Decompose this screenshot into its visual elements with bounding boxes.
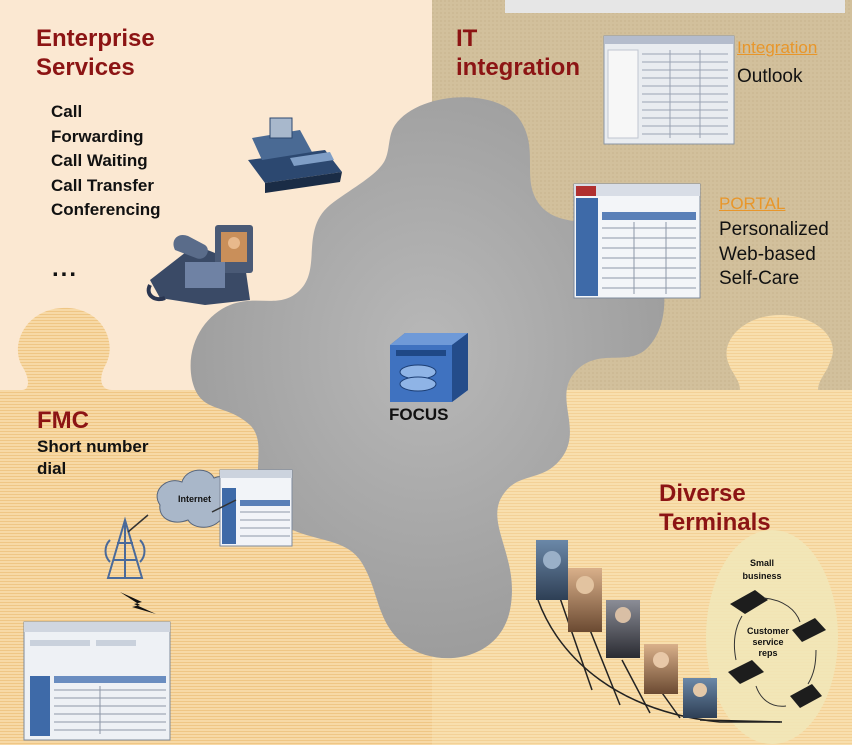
- portal-screenshot: [573, 183, 701, 299]
- internet-label: Internet: [178, 494, 211, 504]
- desk-phone-icon: [248, 117, 342, 193]
- service-item: Conferencing: [51, 200, 161, 219]
- fmc-title: FMC: [37, 407, 89, 434]
- enterprise-title-line2: Services: [36, 54, 135, 81]
- it-title-line2: integration: [456, 54, 580, 81]
- customer-service-label: service: [752, 637, 783, 647]
- lightning-icon: [120, 592, 156, 614]
- customer-service-label: Customer: [747, 626, 790, 636]
- enterprise-title: Enterprise Services: [36, 24, 155, 82]
- fmc-item: dial: [37, 459, 67, 478]
- integration-item: Outlook: [737, 66, 803, 87]
- small-business-label: Small: [750, 558, 774, 568]
- it-title: IT integration: [456, 24, 580, 82]
- small-business-label: business: [742, 571, 781, 581]
- video-phone-icon: [146, 225, 253, 305]
- server-rack-icon: [390, 333, 468, 402]
- terminals-title: Diverse Terminals: [659, 479, 771, 537]
- enterprise-title-line1: Enterprise: [36, 25, 155, 52]
- ellipsis: ...: [52, 255, 79, 282]
- integration-link[interactable]: Integration: [737, 38, 818, 57]
- service-item: Call Transfer: [51, 175, 154, 195]
- customer-service-label: reps: [758, 648, 777, 658]
- fmc-item: Short number: [37, 437, 149, 456]
- enterprise-service-list: Call Forwarding Call Waiting Call Transf…: [51, 100, 161, 223]
- service-item: Call Waiting: [51, 151, 148, 170]
- focus-label: FOCUS: [389, 405, 449, 424]
- fmc-items: Short number dial: [37, 436, 148, 480]
- outlook-screenshot: [603, 35, 735, 145]
- portal-link[interactable]: PORTAL: [719, 194, 786, 213]
- person-icon: [536, 540, 717, 718]
- it-title-line1: IT: [456, 25, 478, 52]
- terminals-title-line2: Terminals: [659, 509, 771, 536]
- terminals-title-line1: Diverse: [659, 480, 746, 507]
- portal-items: Personalized Web-based Self-Care: [719, 218, 829, 292]
- service-item: Call: [51, 102, 83, 121]
- portal-item: Web-based: [719, 243, 816, 265]
- curve-lines: [537, 597, 783, 723]
- service-item: Forwarding: [51, 126, 144, 146]
- portal-item: Personalized: [719, 219, 829, 240]
- portal-item: Self-Care: [719, 268, 800, 289]
- phone-handset-icon: [728, 590, 826, 708]
- fmc-screenshot: [23, 621, 171, 741]
- fmc-portal-screenshot: [219, 469, 293, 547]
- cell-tower-icon: [104, 516, 146, 579]
- link-line: [127, 514, 149, 533]
